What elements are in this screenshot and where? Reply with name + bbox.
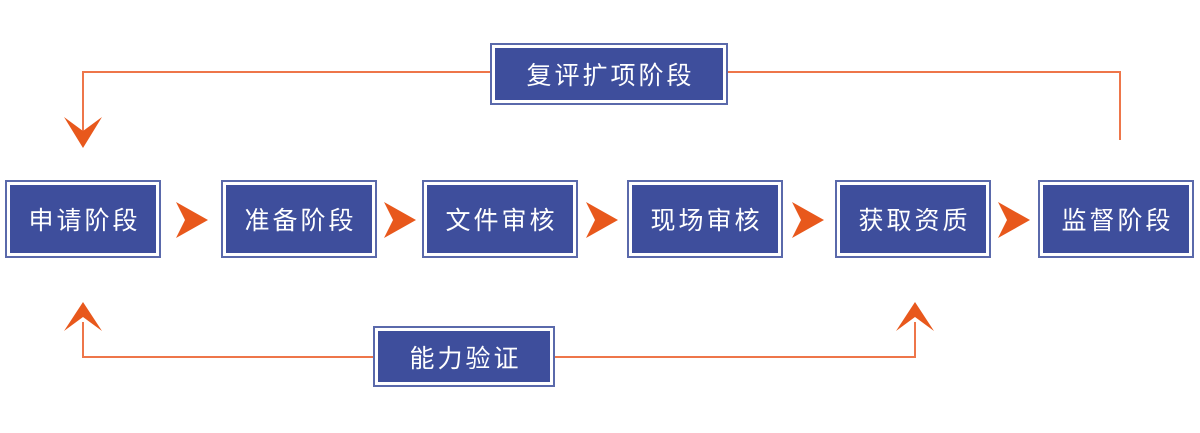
flow-chevron-right-icon (586, 202, 618, 238)
feedback-box-proficiency-testing: 能力验证 (373, 326, 555, 387)
flow-chevron-right-icon (792, 202, 824, 238)
feedback-label: 能力验证 (378, 331, 550, 382)
stage-label: 监督阶段 (1043, 185, 1189, 253)
stage-box-document-review: 文件审核 (422, 180, 578, 258)
arrow-up-icon (64, 302, 102, 331)
stage-box-supervision: 监督阶段 (1038, 180, 1194, 258)
stage-label: 准备阶段 (226, 185, 372, 253)
stage-box-preparation: 准备阶段 (221, 180, 377, 258)
stage-box-obtain-qualification: 获取资质 (835, 180, 991, 258)
stage-label: 文件审核 (427, 185, 573, 253)
feedback-label: 复评扩项阶段 (495, 48, 723, 100)
stage-label: 现场审核 (632, 185, 778, 253)
flow-chevron-right-icon (384, 202, 416, 238)
flow-chevron-right-icon (998, 202, 1030, 238)
feedback-box-reassessment: 复评扩项阶段 (490, 43, 728, 105)
arrow-down-icon (64, 117, 102, 148)
stage-label: 获取资质 (840, 185, 986, 253)
arrow-up-icon (896, 302, 934, 331)
flow-chevron-right-icon (176, 202, 208, 238)
stage-label: 申请阶段 (10, 185, 156, 253)
stage-box-application: 申请阶段 (5, 180, 161, 258)
stage-box-onsite-review: 现场审核 (627, 180, 783, 258)
